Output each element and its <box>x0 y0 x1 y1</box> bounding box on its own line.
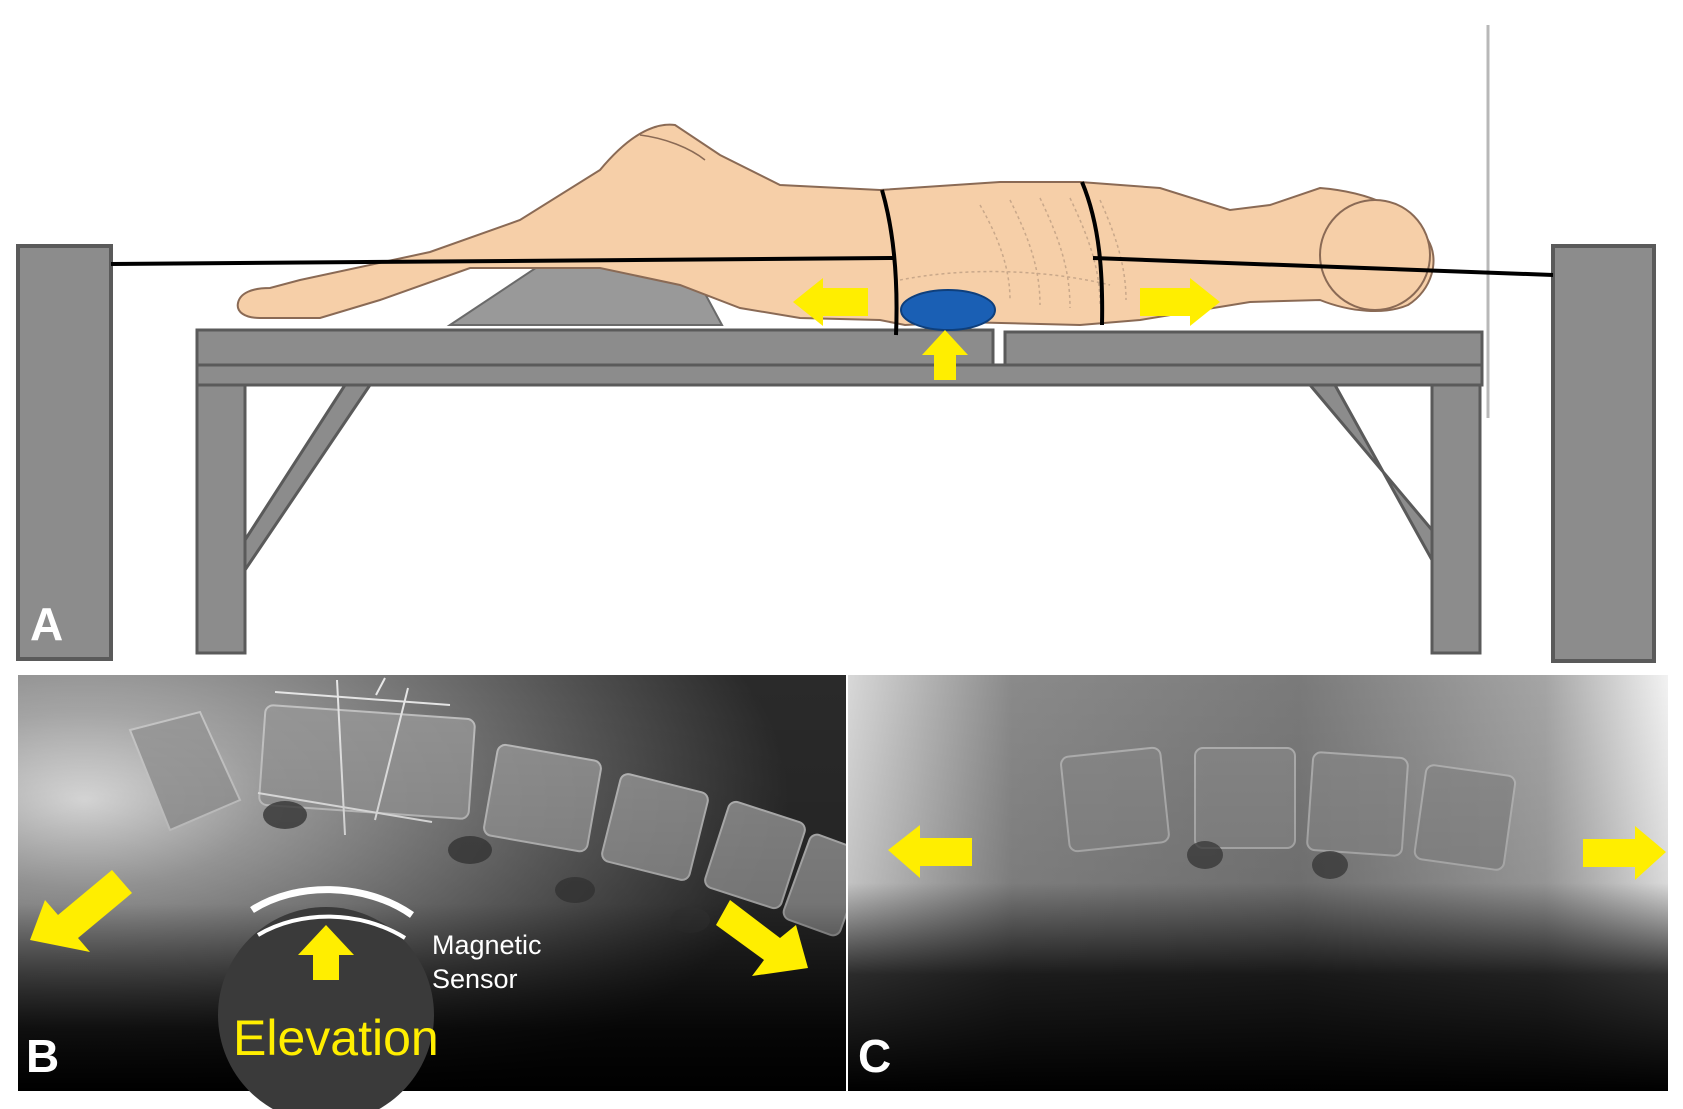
sensor-circle <box>218 907 434 1109</box>
elevation-label: Elevation <box>233 1010 439 1066</box>
elevation-arrow-icon <box>298 925 354 980</box>
arrow-down-left-icon <box>30 870 132 952</box>
head-icon <box>1319 199 1431 311</box>
panel-c-xray: C <box>848 675 1668 1091</box>
arrow-down-right-icon <box>716 900 808 976</box>
traction-post-left <box>16 244 113 661</box>
panel-letter-b: B <box>26 1030 59 1082</box>
treatment-table <box>195 328 1484 655</box>
sensor-label-line1: Magnetic <box>432 930 542 960</box>
panel-letter-c: C <box>858 1030 891 1082</box>
thoracic-harness <box>1080 181 1105 326</box>
arrow-up-icon <box>922 330 968 380</box>
sensor-arc-inner <box>256 914 407 940</box>
traction-line-left <box>110 256 896 266</box>
traction-post-right <box>1551 244 1656 663</box>
sensor-label-line2: Sensor <box>432 964 518 994</box>
arrow-left-icon-c <box>888 825 972 878</box>
magnetic-sensor-arc-icon <box>250 886 415 918</box>
arrow-left-icon <box>793 278 868 326</box>
arrow-right-icon-c <box>1583 826 1666 880</box>
pelvic-harness <box>880 189 899 336</box>
patient-body <box>236 123 1435 327</box>
panel-b-xray: Elevation Magnetic Sensor B <box>18 675 846 1109</box>
elevation-pad <box>900 289 996 331</box>
traction-line-right <box>1092 256 1554 277</box>
arrow-right-icon <box>1140 278 1220 326</box>
panel-a-diagram: A <box>16 25 1656 663</box>
panel-letter-a: A <box>30 598 63 650</box>
